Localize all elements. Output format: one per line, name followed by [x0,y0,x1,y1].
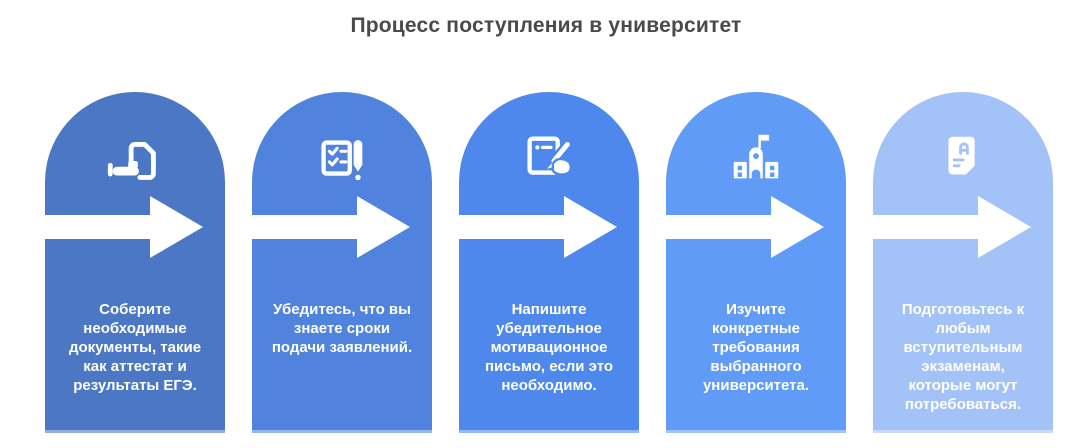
step-description: Соберите необходимые документы, такие ка… [68,301,202,394]
step-column-3: Напишите убедительное мотивационное пись… [459,92,639,433]
arrow-right-icon [252,196,410,258]
document-in-hand-icon [45,128,225,190]
step-column-2: Убедитесь, что вы знаете сроки подачи за… [252,92,432,433]
hand-writing-on-document-icon [459,128,639,190]
page-title: Процесс поступления в университет [350,14,742,37]
step-column-5: Подготовьтесь к любым вступительным экза… [873,92,1053,433]
step-column-4: Изучите конкретные требования выбранного… [666,92,846,433]
step-description: Напишите убедительное мотивационное пись… [484,301,614,394]
step-description: Изучите конкретные требования выбранного… [702,301,810,394]
step-description: Убедитесь, что вы знаете сроки подачи за… [271,301,413,356]
arrow-right-icon [459,196,617,258]
university-building-icon [666,128,846,190]
arrow-right-icon [45,196,203,258]
exam-paper-icon [873,128,1053,190]
arrow-right-icon [873,196,1031,258]
step-column-1: Соберите необходимые документы, такие ка… [45,92,225,433]
step-description: Подготовьтесь к любым вступительным экза… [901,301,1025,413]
checklist-and-pen-icon [252,128,432,190]
arrow-right-icon [666,196,824,258]
